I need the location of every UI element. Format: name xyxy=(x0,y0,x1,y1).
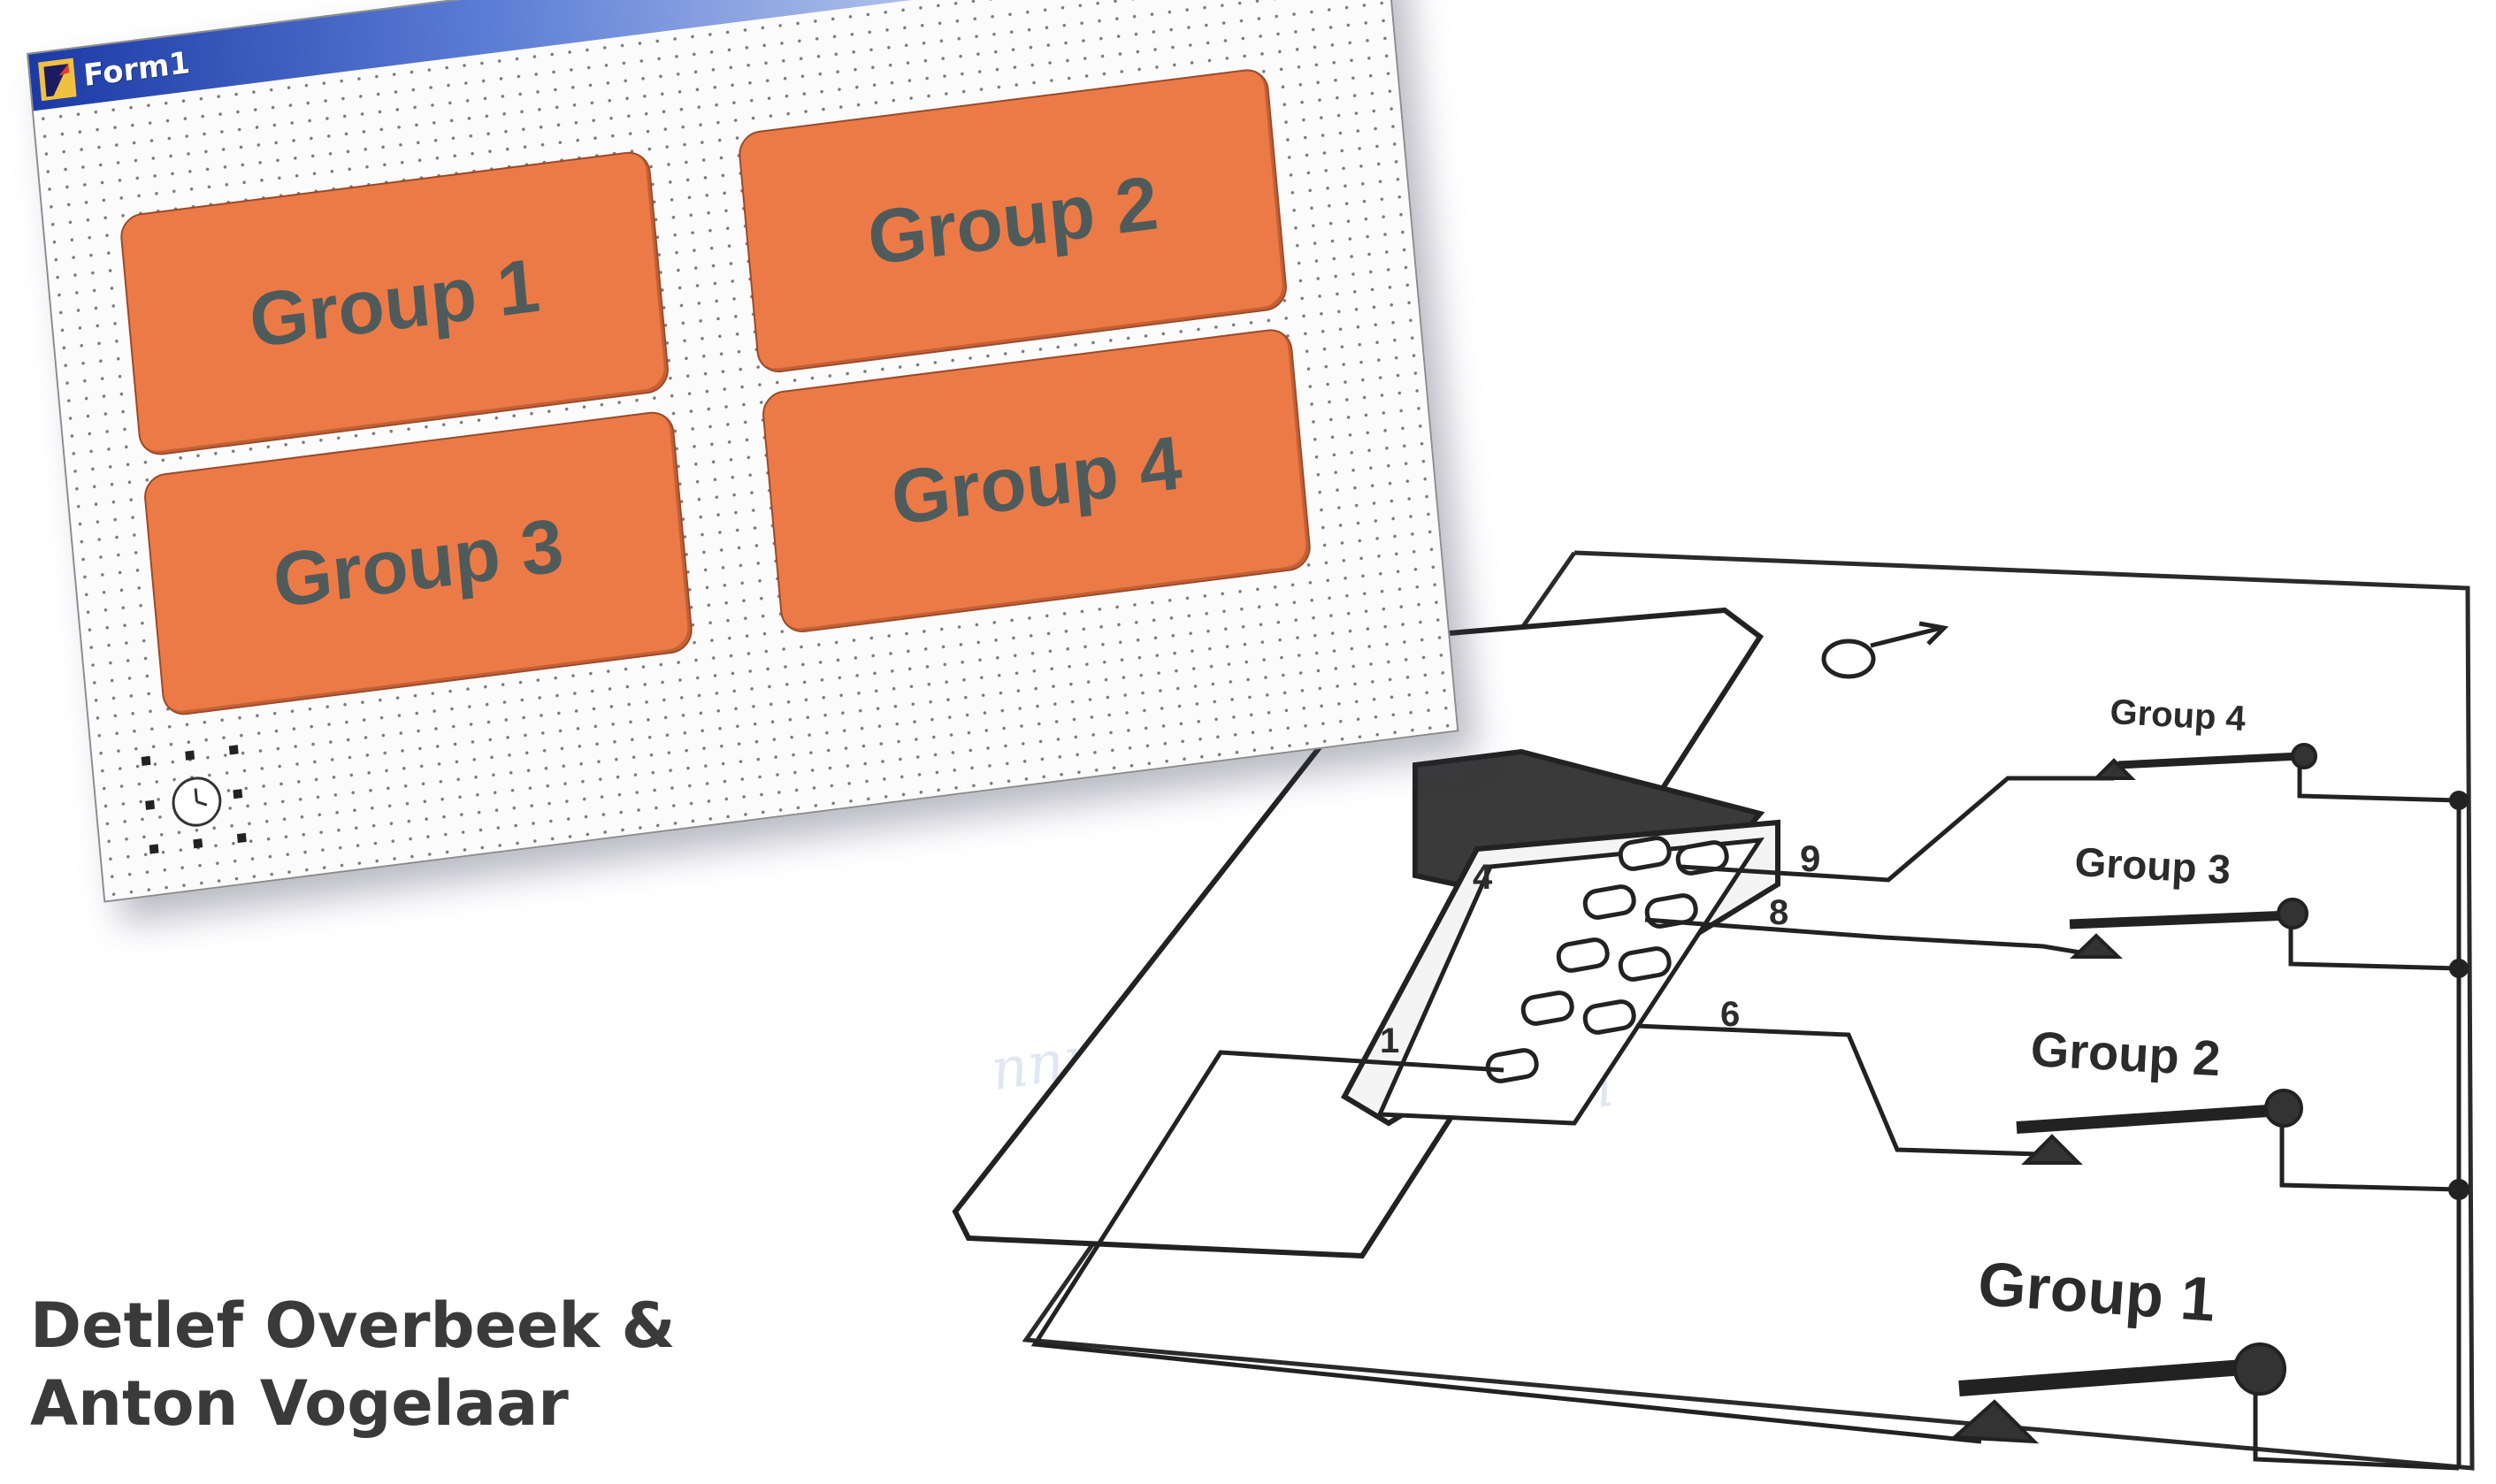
switch-group-2 xyxy=(2016,1089,2303,1165)
title-bar[interactable]: Form1 _ □ X xyxy=(28,0,1385,111)
switch-label-group-1: Group 1 xyxy=(1976,1249,2217,1335)
switch-label-group-3: Group 3 xyxy=(2073,838,2232,892)
pin-label-4: 4 xyxy=(1473,858,1493,897)
male-symbol-icon xyxy=(1821,621,1949,679)
timer-component[interactable] xyxy=(141,745,247,854)
pin-label-8: 8 xyxy=(1769,893,1788,932)
switch-group-3 xyxy=(2069,898,2308,959)
junction-dots xyxy=(2448,791,2469,1200)
switch-label-group-4: Group 4 xyxy=(2109,692,2247,738)
author-line-1: Detlef Overbeek & xyxy=(30,1289,676,1362)
connector-pins xyxy=(1485,836,1729,1083)
group-3-button[interactable]: Group 3 xyxy=(142,409,694,718)
pin-label-6: 6 xyxy=(1720,995,1740,1034)
switch-label-group-2: Group 2 xyxy=(2029,1021,2222,1086)
clock-icon xyxy=(170,774,224,830)
author-line-2: Anton Vogelaar xyxy=(30,1367,569,1440)
pin-label-9: 9 xyxy=(1800,838,1820,879)
form-design-grid: Group 1 Group 2 Group 3 Group 4 xyxy=(33,0,1458,901)
group-1-button[interactable]: Group 1 xyxy=(119,149,671,458)
pin-label-1: 1 xyxy=(1380,1021,1399,1060)
switch-group-1 xyxy=(1950,1342,2286,1444)
switch-group-4 xyxy=(2092,743,2317,780)
form-window: Form1 _ □ X Group 1 Group 2 Group 3 Grou… xyxy=(27,0,1459,903)
author-credit: Detlef Overbeek & Anton Vogelaar xyxy=(30,1287,676,1442)
window-title: Form1 xyxy=(81,45,192,95)
delphi-app-icon xyxy=(37,57,77,102)
group-4-button[interactable]: Group 4 xyxy=(760,326,1313,636)
group-2-button[interactable]: Group 2 xyxy=(737,66,1290,376)
